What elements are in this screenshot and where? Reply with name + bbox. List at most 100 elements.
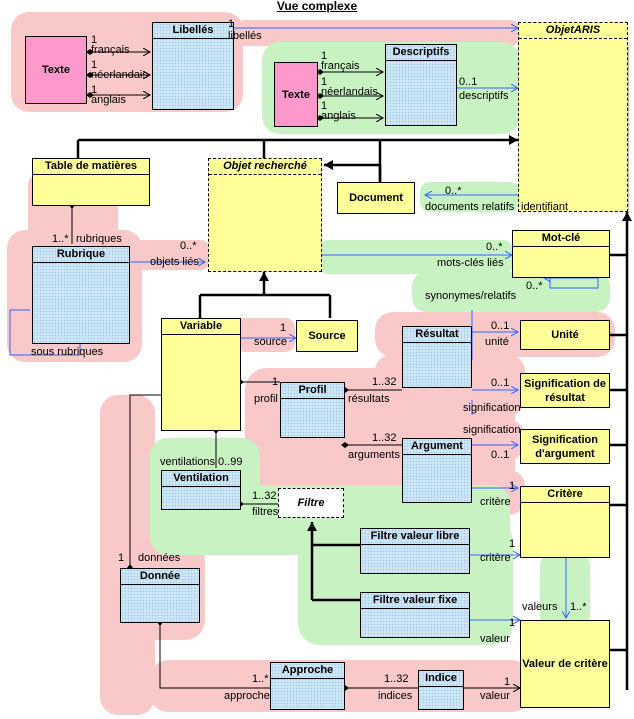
mult-indices: 1..32 bbox=[384, 673, 409, 685]
mult-donnees: 1 bbox=[118, 552, 125, 564]
class-source-name: Source bbox=[308, 330, 346, 342]
role-valeurs: valeurs bbox=[522, 601, 558, 613]
role-mots-cles-lies: mots-clés liés bbox=[437, 257, 504, 269]
mult-filtres: 1..32 bbox=[252, 490, 277, 502]
role-documents-relatifs: documents relatifs bbox=[425, 201, 515, 213]
role-critere-1: critère bbox=[480, 496, 511, 508]
class-objetaris-name: ObjetARIS bbox=[519, 23, 627, 39]
mult-desc-en: 1 bbox=[321, 100, 328, 112]
class-table-de-matieres[interactable]: Table de matières bbox=[32, 158, 150, 206]
class-profil-name: Profil bbox=[281, 383, 344, 399]
class-signification-argument[interactable]: Signification d'argument bbox=[520, 429, 610, 464]
class-argument[interactable]: Argument bbox=[402, 438, 472, 503]
class-libelles[interactable]: Libellés bbox=[152, 22, 234, 110]
mult-libelle-fr: 1 bbox=[91, 34, 98, 46]
class-variable[interactable]: Variable bbox=[161, 318, 241, 431]
role-valeur-1: valeur bbox=[480, 633, 510, 645]
mult-critere-2: 1 bbox=[509, 538, 516, 550]
role-critere-2: critère bbox=[480, 552, 511, 564]
role-libelles: libellés bbox=[228, 30, 262, 42]
mult-profil: 1 bbox=[272, 376, 279, 388]
class-ventilation-name: Ventilation bbox=[162, 471, 240, 487]
mult-rubriques: 1..* bbox=[52, 233, 69, 245]
role-profil: profil bbox=[254, 393, 278, 405]
mult-mots-cles-lies: 0..* bbox=[486, 241, 503, 253]
class-ventilation[interactable]: Ventilation bbox=[161, 470, 241, 510]
class-document-name: Document bbox=[349, 192, 403, 204]
class-objetaris[interactable]: ObjetARIS bbox=[518, 22, 628, 212]
role-filtres: filtres bbox=[252, 506, 279, 518]
mult-valeurs: 1..* bbox=[570, 601, 587, 613]
role-desc-en: anglais bbox=[321, 110, 356, 122]
class-rubrique[interactable]: Rubrique bbox=[32, 246, 130, 344]
class-filtre-valeur-fixe-name: Filtre valeur fixe bbox=[361, 593, 469, 609]
class-variable-name: Variable bbox=[162, 319, 240, 335]
mult-libelle-en: 1 bbox=[91, 84, 98, 96]
diagram-title: Vue complexe bbox=[276, 0, 358, 13]
mult-libelle-nl: 1 bbox=[91, 59, 98, 71]
mult-valeur-1: 1 bbox=[509, 617, 516, 629]
mult-synonymes: 0..* bbox=[526, 280, 543, 292]
class-resultat[interactable]: Résultat bbox=[402, 326, 472, 388]
class-valeur-de-critere-name: Valeur de critère bbox=[522, 658, 608, 670]
mult-sig-argument: 0..1 bbox=[491, 449, 510, 461]
mult-critere-1: 1 bbox=[509, 480, 516, 492]
class-texte-1-name: Texte bbox=[42, 64, 70, 76]
class-table-de-matieres-name: Table de matières bbox=[33, 159, 149, 175]
mult-arguments: 1..32 bbox=[372, 432, 397, 444]
role-desc-fr: français bbox=[321, 60, 360, 72]
class-mot-cle[interactable]: Mot-clé bbox=[512, 230, 610, 278]
role-libelle-fr: français bbox=[91, 44, 130, 56]
class-filtre[interactable]: Filtre bbox=[278, 488, 344, 518]
class-approche-name: Approche bbox=[271, 663, 344, 679]
class-donnee[interactable]: Donnée bbox=[120, 568, 200, 623]
class-approche[interactable]: Approche bbox=[270, 662, 345, 710]
role-resultats: résultats bbox=[348, 393, 390, 405]
class-objet-recherche[interactable]: Objet recherché bbox=[208, 158, 322, 272]
mult-objets-lies: 0..* bbox=[180, 240, 197, 252]
mult-unite: 0..1 bbox=[491, 320, 510, 332]
role-approche: approche bbox=[224, 690, 270, 702]
class-indice-name: Indice bbox=[419, 671, 463, 687]
class-descriptifs[interactable]: Descriptifs bbox=[385, 44, 457, 126]
class-texte-1[interactable]: Texte bbox=[25, 36, 87, 104]
role-rubriques: rubriques bbox=[76, 233, 122, 245]
class-filtre-valeur-libre[interactable]: Filtre valeur libre bbox=[360, 528, 470, 574]
role-identifiant: identifiant bbox=[521, 201, 569, 213]
mult-libelles: 1 bbox=[228, 18, 235, 30]
class-source[interactable]: Source bbox=[296, 320, 358, 352]
class-critere-name: Critère bbox=[521, 487, 609, 503]
class-unite-name: Unité bbox=[551, 329, 579, 341]
class-argument-name: Argument bbox=[403, 439, 471, 455]
role-libelle-en: anglais bbox=[91, 94, 126, 106]
mult-desc-fr: 1 bbox=[321, 50, 328, 62]
class-document[interactable]: Document bbox=[337, 182, 415, 214]
mult-documents-relatifs: 0..* bbox=[445, 185, 462, 197]
role-valeur-2: valeur bbox=[480, 690, 510, 702]
class-signification-argument-name: Signification d'argument bbox=[532, 433, 598, 460]
class-critere[interactable]: Critère bbox=[520, 486, 610, 558]
class-profil[interactable]: Profil bbox=[280, 382, 345, 438]
role-sig-resultat: signification bbox=[463, 402, 521, 414]
role-indices: indices bbox=[378, 690, 413, 702]
role-descriptifs: descriptifs bbox=[459, 90, 509, 102]
class-mot-cle-name: Mot-clé bbox=[513, 231, 609, 247]
class-valeur-de-critere[interactable]: Valeur de critère bbox=[520, 620, 610, 708]
role-synonymes: synonymes/relatifs bbox=[425, 290, 517, 302]
class-texte-2[interactable]: Texte bbox=[274, 62, 318, 127]
class-signification-resultat[interactable]: Signification de résultat bbox=[520, 373, 610, 408]
mult-valeur-2: 1 bbox=[504, 676, 511, 688]
mult-descriptifs: 0..1 bbox=[459, 76, 478, 88]
class-indice[interactable]: Indice bbox=[418, 670, 464, 710]
role-desc-nl: néerlandais bbox=[321, 86, 378, 98]
class-filtre-name: Filtre bbox=[297, 497, 325, 509]
mult-ventilations: 0..99 bbox=[218, 456, 243, 468]
class-filtre-valeur-fixe[interactable]: Filtre valeur fixe bbox=[360, 592, 470, 638]
role-source: source bbox=[254, 336, 288, 348]
class-texte-2-name: Texte bbox=[282, 88, 310, 101]
class-objet-recherche-name: Objet recherché bbox=[209, 159, 321, 175]
class-unite[interactable]: Unité bbox=[520, 320, 610, 350]
role-objets-lies: objets liés bbox=[150, 256, 199, 268]
role-arguments: arguments bbox=[348, 449, 400, 461]
mult-desc-nl: 1 bbox=[321, 76, 328, 88]
